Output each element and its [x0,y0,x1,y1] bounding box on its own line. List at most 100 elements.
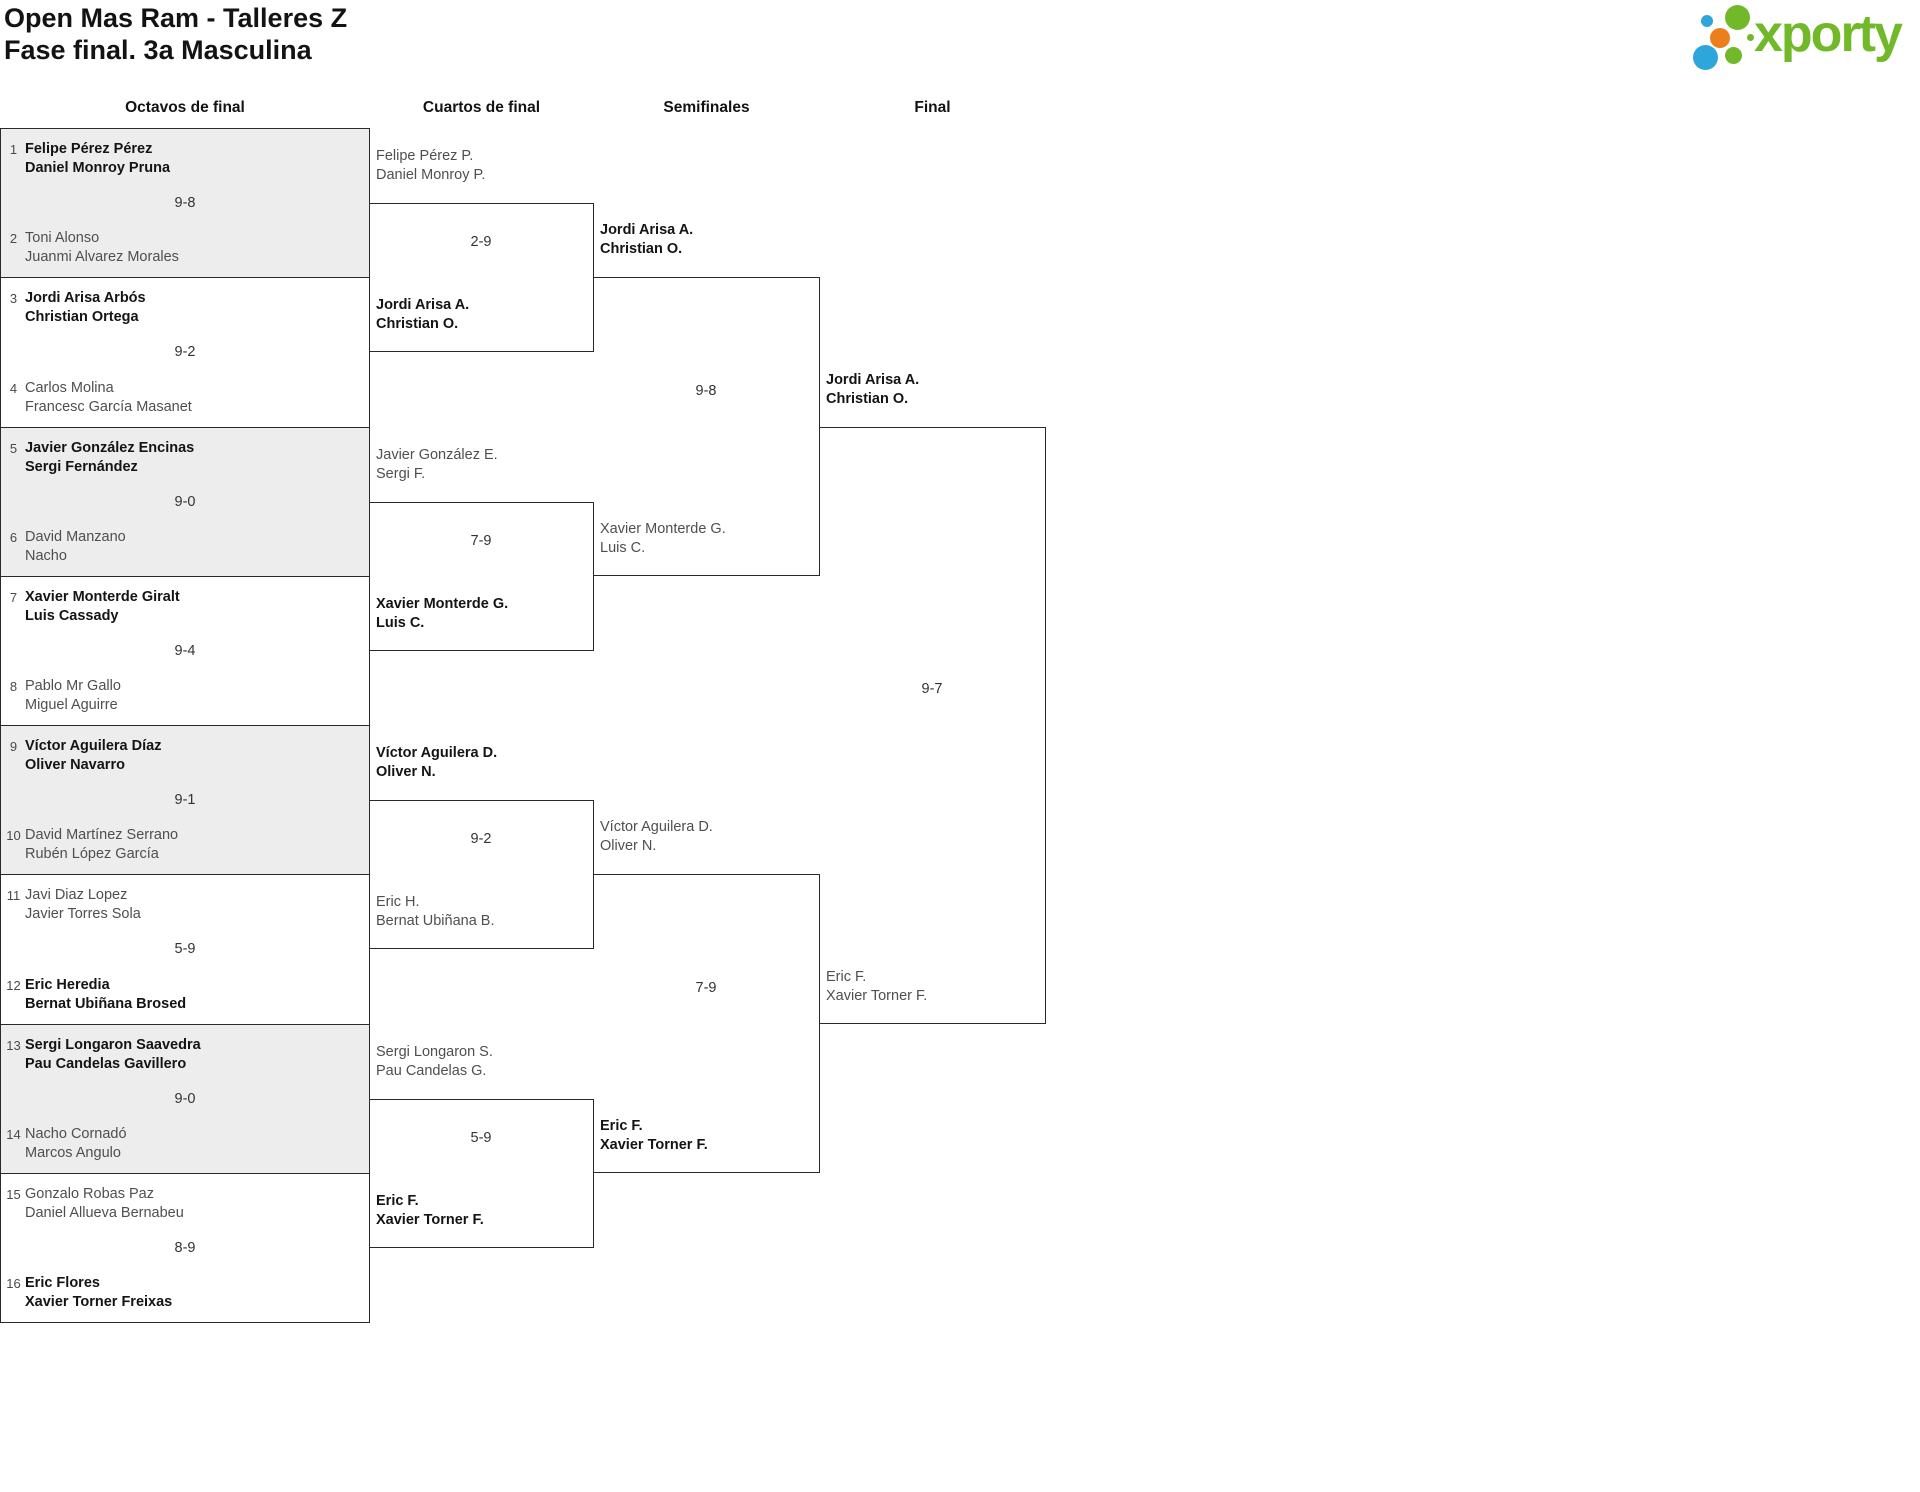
player-name: Xavier Monterde G. [376,596,509,612]
player-name: Eric Heredia [25,977,110,993]
team-entry: Eric F. Xavier Torner F. [376,1192,484,1230]
team-label: Jordi Arisa A.Christian O. [376,296,469,334]
player-name: Jordi Arisa A. [826,372,920,388]
player-name: Jordi Arisa A. [600,222,694,238]
player-name: Daniel Allueva Bernabeu [25,1205,184,1221]
seed-number: 13 [6,1038,21,1053]
team-entry: Eric H.Bernat Ubiñana B. [376,893,495,931]
team-entry: Eric F.Xavier Torner F. [600,1117,708,1155]
team-label: Jordi Arisa A. Christian O. [600,221,693,259]
match-score: 7-9 [695,980,717,996]
logo-dot-green [1724,5,1750,30]
semifinales-match-1: Jordi Arisa A. Christian O. Xavier Monterd… [593,222,820,576]
player-name: Christian O. [600,241,683,257]
match-score: 5-9 [174,941,196,957]
seed-number: 4 [9,381,18,396]
player-name: Felipe Pérez Pérez [25,141,153,157]
team-entry: Xavier Monterde G.Luis C. [600,520,726,558]
player-name: Sergi Longaron Saavedra [25,1037,201,1053]
match-score: 2-9 [470,234,492,250]
player-name: Rubén López García [25,846,159,862]
team-label: Xavier Monterde G.Luis C. [376,595,508,633]
player-name: Bernat Ubiñana Brosed [25,996,187,1012]
player-name: Sergi Longaron S. [376,1044,493,1060]
player-name: Eric F. [376,1193,419,1209]
team-label: Xavier Monterde G.Luis C. [600,520,726,558]
match-score: 9-7 [921,681,943,697]
tournament-title: Open Mas Ram - Talleres Z Fase final. 3a… [4,2,347,66]
player-name: Xavier Torner F. [600,1137,708,1153]
player-name: Víctor Aguilera D. [600,819,713,835]
team-label: Sergi Longaron S.Pau Candelas G. [376,1043,493,1081]
player-name: Luis Cassady [25,608,119,624]
player-name: Javi Diaz Lopez [25,887,128,903]
player-name: Javier González Encinas [25,440,195,456]
player-name: Víctor Aguilera D. [376,745,498,761]
team-entry: Víctor Aguilera D.Oliver N. [376,744,497,782]
team-label: Eric H.Bernat Ubiñana B. [376,893,495,931]
team-label: Víctor Aguilera D.Oliver N. [600,818,713,856]
seed-number: 15 [6,1187,21,1202]
match-score: 9-1 [174,792,196,808]
logo-dot-orange [1710,28,1730,48]
cuartos-match-4: Sergi Longaron S.Pau Candelas G. Eric F. X… [369,1044,594,1248]
player-name: Oliver Navarro [25,757,125,773]
seed-number: 8 [9,679,18,694]
round-header-final: Final [914,99,951,116]
team-entry: Jordi Arisa A. Christian O. [600,221,693,259]
seed-number: 6 [9,530,18,545]
match-score: 7-9 [470,533,492,549]
cuartos-match-3: Víctor Aguilera D.Oliver N. Eric H.Bernat… [369,745,594,949]
player-name: David Martínez Serrano [25,827,179,843]
title-line1: Open Mas Ram - Talleres Z [4,3,348,33]
match-score: 9-4 [174,643,196,659]
final-match-1: Jordi Arisa A.Christian O. Eric F.Xavier … [819,372,1046,1024]
match-score: 9-8 [174,195,196,211]
player-name: Xavier Torner F. [376,1212,484,1228]
semifinales-match-2: Víctor Aguilera D.Oliver N. Eric F.Xavier… [593,819,820,1173]
team-label: Víctor Aguilera D.Oliver N. [376,744,497,782]
player-name: Luis C. [600,540,646,556]
logo-dots-icon [1688,0,1754,76]
player-name: Marcos Angulo [25,1145,121,1161]
match-score: 8-9 [174,1240,196,1256]
seed-number: 10 [6,828,21,843]
player-name: Xavier Monterde Giralt [25,589,180,605]
team-entry: Víctor Aguilera D.Oliver N. [600,818,713,856]
match-score: 9-8 [695,383,717,399]
team-entry: Eric F.Xavier Torner F. [826,968,927,1006]
player-name: Felipe Pérez P. [376,148,474,164]
player-name: Miguel Aguirre [25,697,118,713]
team-label: Jordi Arisa A.Christian O. [826,371,919,409]
match-score: 9-2 [174,344,196,360]
seed-number: 2 [9,231,18,246]
team-entry: Javier González E.Sergi F. [376,446,498,484]
xporty-logo[interactable]: xporty [1688,0,1920,76]
match-score: 9-0 [174,494,196,510]
